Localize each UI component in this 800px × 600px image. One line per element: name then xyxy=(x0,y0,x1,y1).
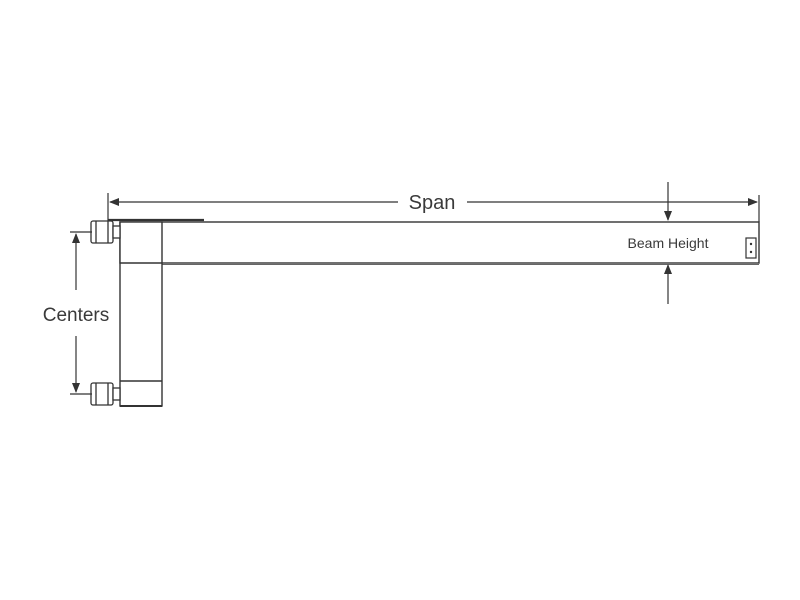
end-plate-hole-top xyxy=(749,242,753,246)
connector-post xyxy=(119,221,163,407)
beam xyxy=(108,218,760,265)
bolt-top-head xyxy=(90,220,114,244)
beam-end-plate xyxy=(745,237,757,259)
beam-body xyxy=(119,221,760,264)
span-label: Span xyxy=(409,192,456,214)
end-plate-hole-bottom xyxy=(749,250,753,254)
centers-label: Centers xyxy=(43,305,110,326)
post-body xyxy=(119,221,163,407)
bolt-top xyxy=(90,220,121,244)
centers-dimension xyxy=(70,231,92,395)
bolt-top-shank xyxy=(112,225,121,239)
bolt-bottom-head xyxy=(90,382,114,406)
span-dimension xyxy=(107,193,760,222)
bolt-bottom-shank xyxy=(112,387,121,401)
bolt-bottom xyxy=(90,382,121,406)
beam-height-label: Beam Height xyxy=(628,235,709,251)
